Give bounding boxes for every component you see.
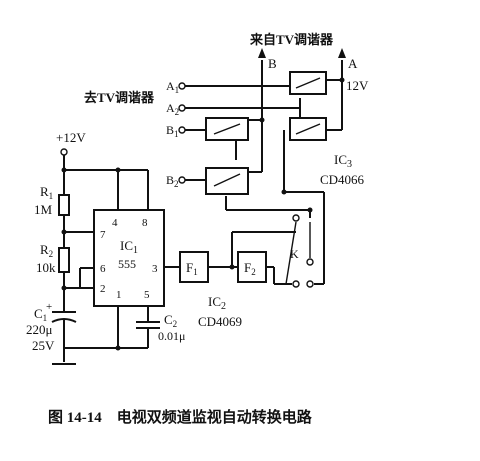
terminal-a1 — [178, 82, 186, 90]
pin-7: 7 — [100, 229, 106, 241]
label-r2-value: 10k — [36, 260, 56, 275]
analog-switch-b1 — [205, 117, 249, 141]
label-to-tuner: 去TV调谐器 — [84, 90, 155, 105]
label-b2: B2 — [166, 173, 179, 189]
label-ic2: IC2 — [208, 294, 226, 312]
label-from-tuner: 来自TV调谐器 — [249, 32, 334, 47]
junction-dot — [339, 77, 345, 83]
label-c2-value: 0.01μ — [158, 329, 185, 343]
analog-switch-a2 — [289, 117, 327, 141]
label-r1: R1 — [40, 184, 53, 201]
pin-3: 3 — [152, 263, 158, 275]
label-r1-value: 1M — [34, 202, 53, 217]
terminal-b2 — [178, 176, 186, 184]
label-c1-cap: 220μ — [26, 322, 53, 337]
label-c2: C2 — [164, 312, 177, 329]
figure-caption: 图 14-14 电视双频道监视自动转换电路 — [48, 408, 313, 426]
analog-switch-a1 — [289, 71, 327, 95]
label-a2: A2 — [166, 101, 179, 117]
junction-dot — [61, 285, 67, 291]
label-cd4069: CD4069 — [198, 314, 242, 329]
capacitor-c2 — [136, 306, 160, 348]
label-switch-k: K — [290, 247, 299, 261]
junction-dot — [61, 167, 67, 173]
label-ic1: IC1 — [120, 238, 138, 256]
label-b1: B1 — [166, 123, 179, 139]
label-f2: F2 — [244, 260, 256, 277]
terminal-a2 — [178, 104, 186, 112]
label-ic3: IC3 — [334, 152, 352, 170]
pin-8: 8 — [142, 217, 148, 229]
label-c1-plus: + — [46, 301, 52, 313]
label-cd4066: CD4066 — [320, 172, 365, 187]
junction-dot — [307, 207, 313, 213]
resistor-r1 — [58, 194, 70, 216]
pin-4: 4 — [112, 217, 118, 229]
tuner-lines — [182, 60, 343, 268]
pin-2: 2 — [100, 283, 106, 295]
supply-terminal — [60, 148, 68, 156]
label-a1: A1 — [166, 79, 179, 95]
resistor-r2 — [58, 247, 70, 273]
label-plus-12v: +12V — [56, 130, 86, 145]
junction-dot — [259, 117, 265, 123]
pin-6: 6 — [100, 263, 106, 275]
junction-dot — [61, 229, 67, 235]
arrow-b — [258, 48, 266, 58]
capacitor-c1 — [51, 311, 77, 362]
terminal-b1 — [178, 126, 186, 134]
label-b: B — [268, 56, 277, 71]
label-555: 555 — [118, 257, 136, 271]
label-f1: F1 — [186, 260, 198, 277]
label-r2: R2 — [40, 242, 53, 259]
pin-5: 5 — [144, 289, 150, 301]
junction-dot — [115, 345, 121, 351]
label-c1-volt: 25V — [32, 338, 55, 353]
label-a: A — [348, 56, 358, 71]
arrow-a — [338, 48, 346, 58]
label-12v: 12V — [346, 78, 369, 93]
junction-dot — [281, 189, 287, 195]
analog-switch-b2 — [205, 167, 249, 195]
switch-k — [231, 214, 325, 288]
junction-dot — [115, 167, 121, 173]
label-c1: C1 — [34, 306, 47, 323]
ic1-555 — [93, 209, 165, 307]
pin-1: 1 — [116, 289, 122, 301]
